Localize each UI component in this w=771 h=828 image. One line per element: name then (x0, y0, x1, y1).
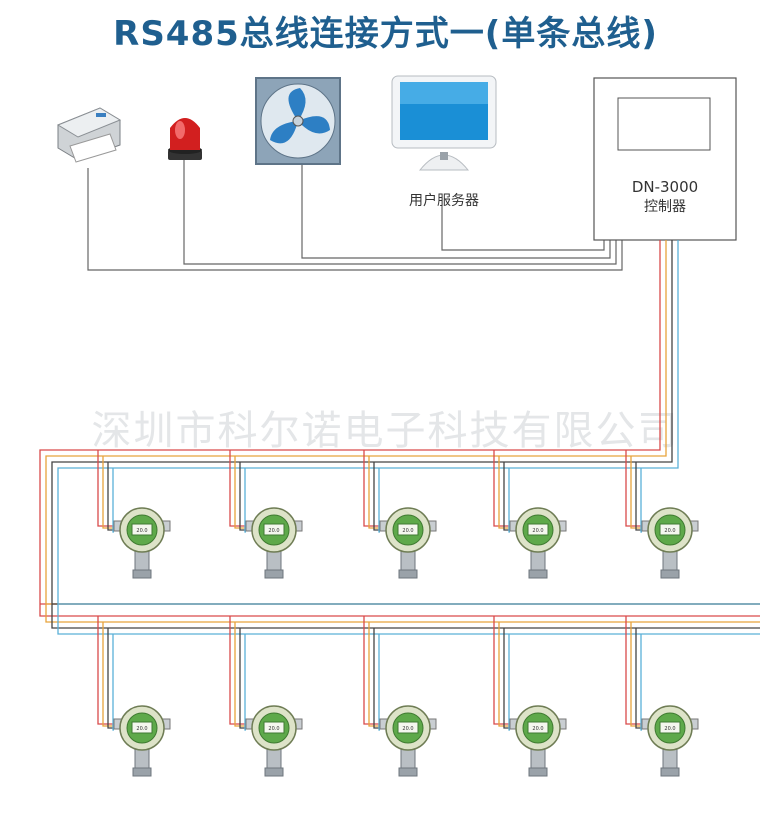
detector-reading: 20.0 (532, 726, 543, 732)
drop-wire (107, 462, 114, 531)
drop-wire (229, 616, 246, 725)
gas-detector-icon: 20.0 (113, 705, 171, 777)
rs485-bus (39, 240, 760, 731)
drop-wire (239, 462, 246, 531)
bus-wire (45, 240, 760, 623)
drop-wire (229, 450, 246, 527)
detector-reading: 20.0 (402, 528, 413, 534)
drop-wire (373, 462, 380, 531)
detector-reading: 20.0 (136, 528, 147, 534)
server-label: 用户服务器 (409, 192, 479, 209)
alarm-light-icon (168, 118, 202, 160)
drop-wire (635, 628, 642, 729)
gas-detector-icon: 20.0 (113, 507, 171, 579)
gas-detector-icon: 20.0 (379, 705, 437, 777)
detector-reading: 20.0 (268, 528, 279, 534)
drop-wire (97, 450, 114, 527)
drop-wire (112, 634, 114, 731)
controller-model: DN-3000 (632, 178, 698, 196)
drop-wire (112, 468, 114, 533)
gas-detector-icon: 20.0 (509, 507, 567, 579)
drop-wire (234, 622, 246, 727)
gas-detector-icon: 20.0 (379, 507, 437, 579)
diagram-title: RS485总线连接方式一(单条总线) (113, 14, 658, 54)
gas-detector-icon: 20.0 (641, 705, 699, 777)
drop-wire (625, 450, 642, 527)
company-watermark: 深圳市科尔诺电子科技有限公司 (91, 408, 680, 454)
drop-wire (234, 456, 246, 529)
drop-wire (508, 634, 510, 731)
controller-name: 控制器 (644, 199, 686, 215)
detector-array: 20.0 20.0 20.0 20.0 20.0 20.0 20.0 20.0 20.0 20.0 (113, 507, 699, 777)
controller-box (593, 77, 737, 241)
gas-detector-icon: 20.0 (245, 705, 303, 777)
detector-reading: 20.0 (532, 528, 543, 534)
drop-wire (363, 616, 380, 725)
drop-wire (239, 628, 246, 729)
exhaust-fan-icon (255, 77, 341, 165)
drop-wire (498, 456, 510, 529)
drop-wire (640, 634, 642, 731)
detector-reading: 20.0 (402, 726, 413, 732)
drop-wire (244, 468, 246, 533)
drop-wire (378, 634, 380, 731)
drop-wire (368, 622, 380, 727)
gas-detector-icon: 20.0 (245, 507, 303, 579)
monitor-icon (391, 75, 497, 171)
drop-wire (373, 628, 380, 729)
drop-wire (97, 616, 114, 725)
drop-wire (498, 622, 510, 727)
drop-wire (493, 616, 510, 725)
gas-detector-icon: 20.0 (641, 507, 699, 579)
drop-wire (503, 628, 510, 729)
detector-reading: 20.0 (664, 528, 675, 534)
detector-reading: 20.0 (136, 726, 147, 732)
drop-wire (363, 450, 380, 527)
bus-wire (51, 240, 760, 629)
printer-icon (56, 107, 122, 163)
relay-wires (87, 160, 623, 271)
drop-wire (625, 616, 642, 725)
drop-wire (102, 622, 114, 727)
drop-wire (508, 468, 510, 533)
drop-wire (102, 456, 114, 529)
drop-wire (244, 634, 246, 731)
bus-wire (39, 240, 760, 617)
detector-reading: 20.0 (268, 726, 279, 732)
drop-wire (640, 468, 642, 533)
drop-wire (107, 628, 114, 729)
drop-wire (378, 468, 380, 533)
bus-wire (57, 240, 760, 635)
drop-wire (630, 622, 642, 727)
detector-reading: 20.0 (664, 726, 675, 732)
drop-wire (635, 462, 642, 531)
drop-wire (630, 456, 642, 529)
drop-wire (503, 462, 510, 531)
drop-wire (368, 456, 380, 529)
drop-wire (493, 450, 510, 527)
gas-detector-icon: 20.0 (509, 705, 567, 777)
